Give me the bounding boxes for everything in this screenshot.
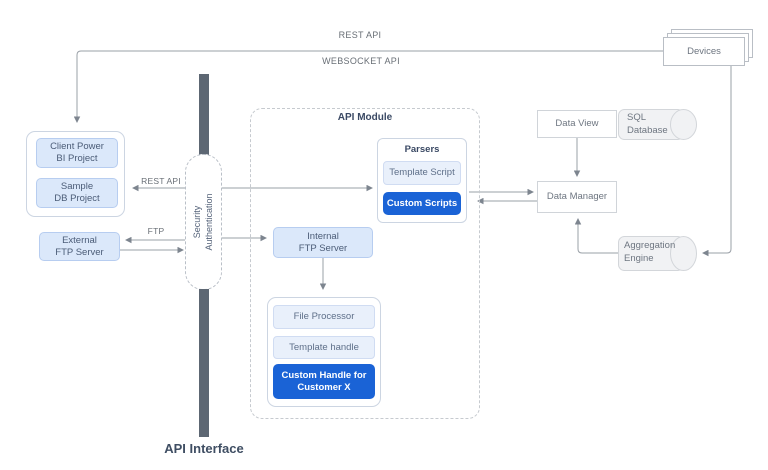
devices-node[interactable]: Devices	[663, 37, 745, 66]
edge-devices-to-aggregation	[702, 66, 732, 257]
security-authentication-node[interactable]	[185, 154, 222, 290]
rest-api-inner-label: REST API	[141, 176, 181, 186]
internal-ftp-label: Internal FTP Server	[298, 230, 348, 254]
data-view-node[interactable]: Data View	[537, 110, 617, 138]
parsers-title: Parsers	[404, 144, 440, 155]
security-bar-top[interactable]	[199, 74, 209, 155]
aggregation-engine-label: Aggregation Engine	[624, 240, 676, 264]
data-manager-node[interactable]: Data Manager	[537, 181, 617, 213]
api-module-group[interactable]	[250, 108, 480, 419]
external-ftp-node[interactable]: External FTP Server	[39, 232, 120, 261]
api-module-title: API Module	[337, 112, 393, 123]
file-processor-label: File Processor	[293, 311, 355, 323]
sample-db-node[interactable]: Sample DB Project	[36, 178, 118, 208]
client-power-bi-label: Client Power BI Project	[50, 141, 104, 164]
template-script-label: Template Script	[389, 167, 455, 179]
security-authentication-label: Security Authentication	[192, 193, 214, 251]
security-bar-bottom[interactable]	[199, 289, 209, 437]
data-view-label: Data View	[555, 118, 599, 130]
sql-database-label: SQL Database	[627, 112, 668, 136]
custom-scripts-node[interactable]: Custom Scripts	[383, 192, 461, 215]
template-handle-node[interactable]: Template handle	[273, 336, 375, 359]
aggregation-engine-cylinder[interactable]	[618, 236, 697, 271]
template-handle-label: Template handle	[289, 341, 359, 353]
custom-scripts-label: Custom Scripts	[386, 197, 458, 209]
ftp-label: FTP	[147, 226, 165, 236]
file-processor-node[interactable]: File Processor	[273, 305, 375, 329]
custom-handle-label: Custom Handle for Customer X	[281, 369, 367, 393]
rest-api-top-label: REST API	[338, 30, 382, 40]
internal-ftp-node[interactable]: Internal FTP Server	[273, 227, 373, 258]
external-ftp-label: External FTP Server	[55, 234, 104, 258]
edge-devices-to-client	[73, 50, 663, 123]
data-manager-label: Data Manager	[546, 191, 608, 203]
api-interface-title: API Interface	[164, 441, 244, 456]
custom-handle-node[interactable]: Custom Handle for Customer X	[273, 364, 375, 399]
template-script-node[interactable]: Template Script	[383, 161, 461, 185]
sql-database-cylinder[interactable]	[618, 109, 697, 140]
sample-db-label: Sample DB Project	[54, 181, 100, 204]
devices-label: Devices	[687, 45, 721, 57]
edge-aggregation-to-datamanager	[574, 218, 618, 254]
websocket-api-label: WEBSOCKET API	[322, 56, 400, 66]
client-power-bi-node[interactable]: Client Power BI Project	[36, 138, 118, 168]
